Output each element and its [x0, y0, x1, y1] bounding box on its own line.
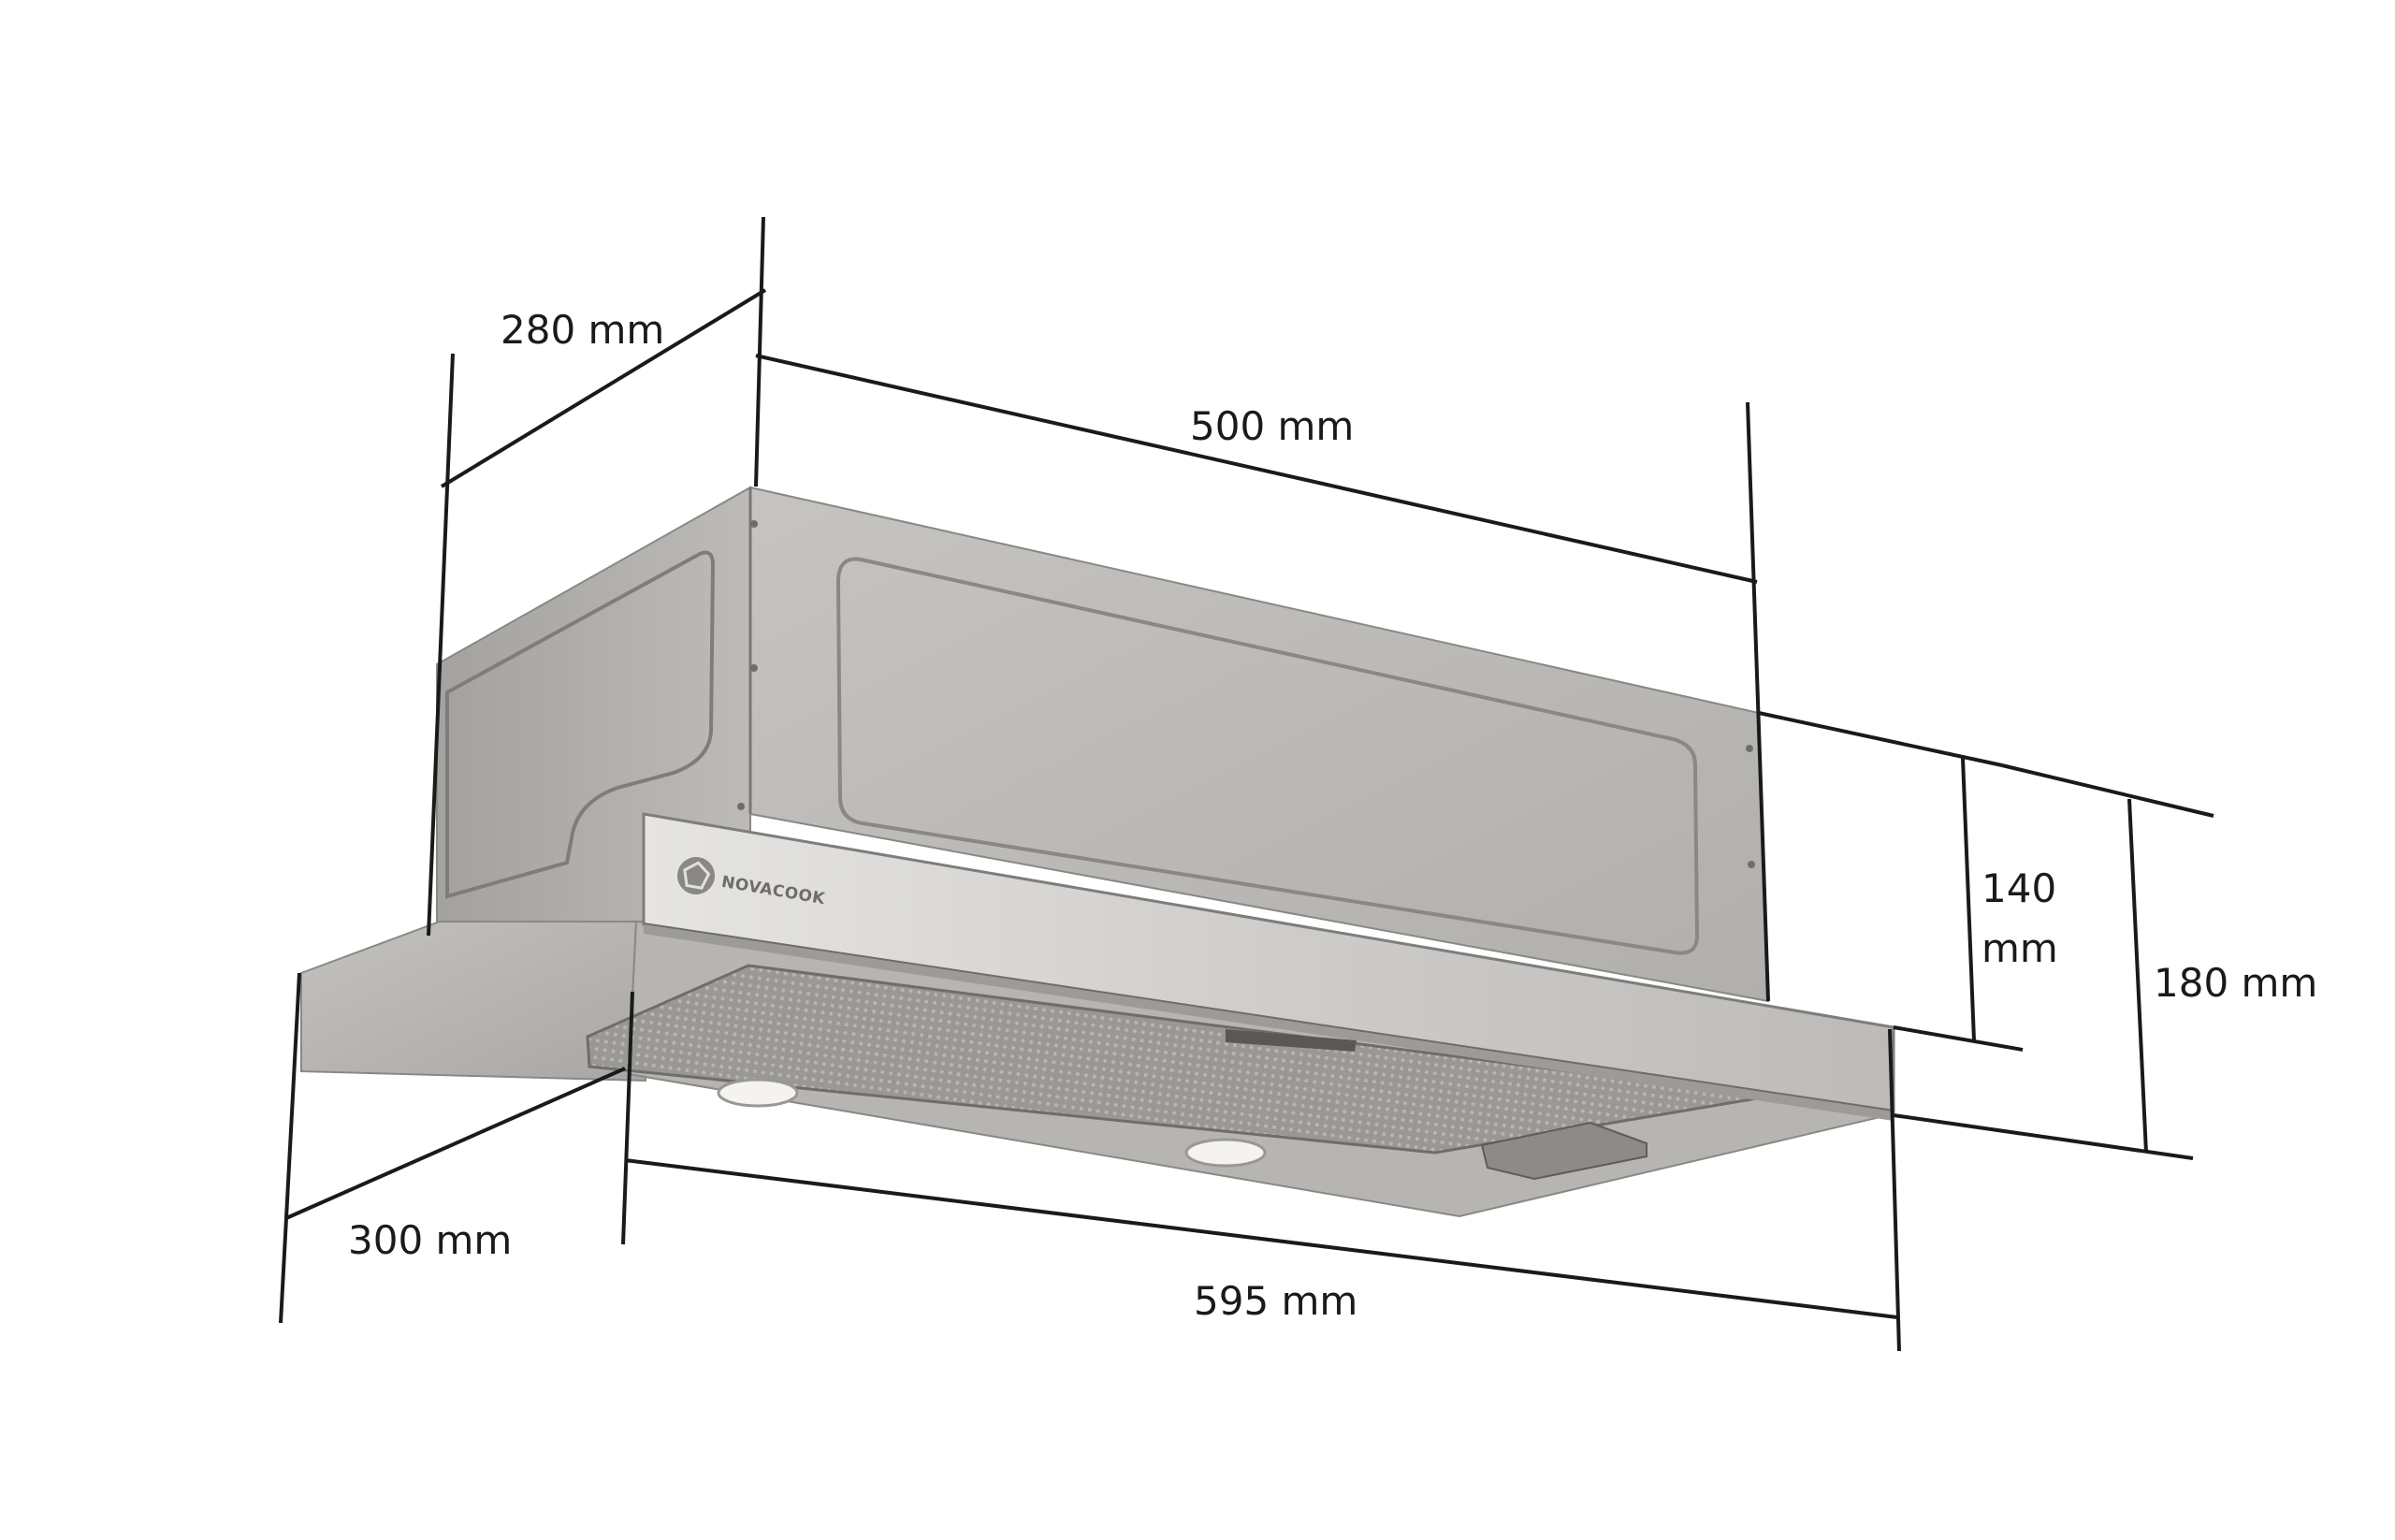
dimension-lines: [279, 216, 2214, 1352]
screw: [750, 520, 758, 528]
screw: [1746, 745, 1753, 752]
filter-handle: [1226, 1029, 1357, 1052]
screw: [1748, 861, 1755, 868]
dim-label-300: 300 mm: [348, 1217, 513, 1263]
dim-280-ext-right: [754, 216, 765, 487]
dim-140-ext-bottom: [1893, 1025, 2024, 1052]
light-left: [717, 1078, 799, 1108]
dim-180-ext-top: [2001, 763, 2214, 818]
hood-side-emboss: [445, 550, 716, 899]
dim-label-140: 140 mm: [1981, 865, 2058, 971]
grease-filter: [586, 964, 1769, 1155]
hood-top-emboss-outline: [835, 557, 1700, 955]
dim-140-line: [1961, 757, 1976, 1041]
dim-label-180: 180 mm: [2154, 960, 2318, 1006]
front-panel-bottom-lip: [644, 924, 1894, 1121]
dim-label-595: 595 mm: [1194, 1278, 1358, 1324]
dim-140-ext-top: [1758, 711, 2003, 767]
dim-300-ext-left: [279, 972, 301, 1324]
hood-body: [300, 486, 1895, 1218]
dim-label-280: 280 mm: [501, 307, 665, 353]
screw: [750, 664, 758, 672]
control-switch: [1480, 1121, 1647, 1181]
dim-500-ext-right: [1746, 401, 1770, 1002]
dim-label-500: 500 mm: [1190, 403, 1355, 449]
dim-280-ext-left: [427, 353, 455, 937]
dim-595-ext-right: [1888, 1028, 1901, 1352]
dim-280-line: [440, 288, 767, 488]
screw: [737, 803, 745, 810]
light-right: [1184, 1138, 1267, 1168]
dim-180-ext-bottom: [1893, 1113, 2194, 1160]
dim-500-line: [755, 354, 1758, 584]
dim-300-ext-right: [621, 991, 634, 1245]
dim-595-line: [624, 1158, 1898, 1319]
dim-180-line: [2127, 798, 2148, 1154]
dim-300-line: [285, 1067, 626, 1220]
brand-logo-icon-facet: [683, 861, 711, 890]
